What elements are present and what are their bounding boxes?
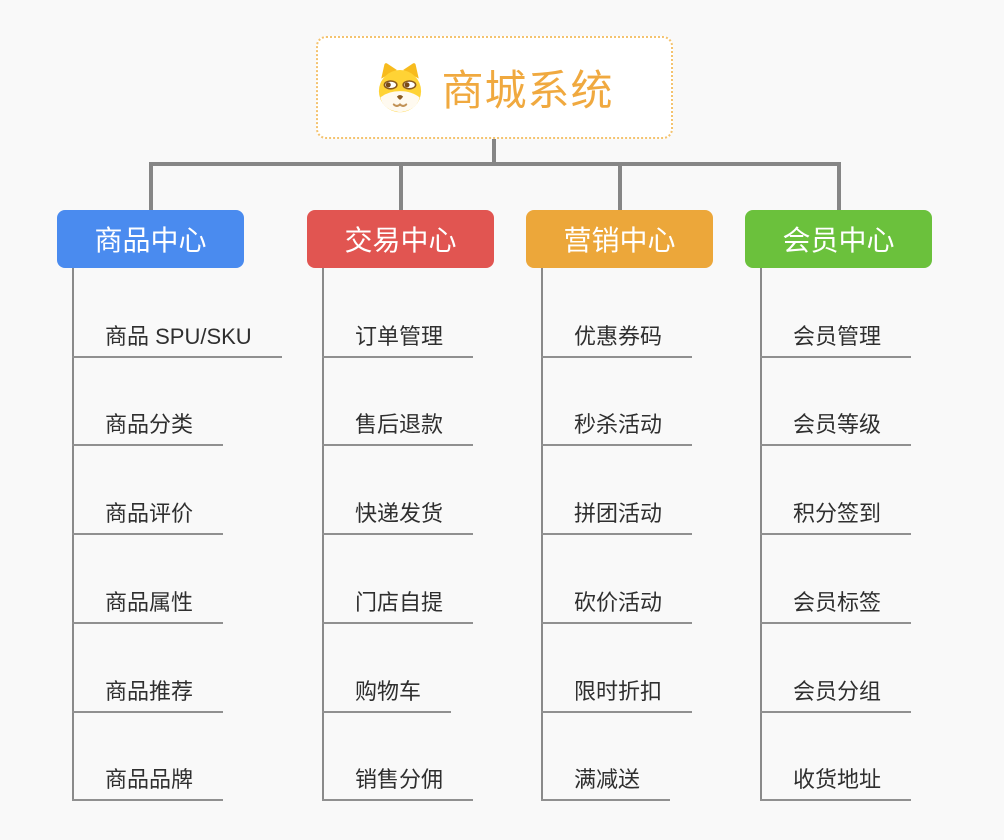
connector-drop-trade — [399, 162, 403, 210]
root-title: 商城系统 — [441, 67, 614, 114]
connector-drop-marketing — [618, 162, 622, 210]
leaf-item[interactable]: 销售分佣 — [322, 747, 474, 801]
branch-label: 商品中心 — [94, 225, 207, 256]
branch-label: 交易中心 — [344, 225, 457, 256]
leaf-item[interactable]: 商品 SPU/SKU — [72, 304, 282, 358]
leaf-item[interactable]: 会员管理 — [760, 304, 912, 358]
branch-header-product-center[interactable]: 商品中心 — [57, 210, 244, 268]
branch-header-member-center[interactable]: 会员中心 — [745, 210, 932, 268]
leaf-item[interactable]: 优惠券码 — [541, 304, 693, 358]
branch-header-marketing-center[interactable]: 营销中心 — [526, 210, 713, 268]
connector-drop-members — [837, 162, 841, 210]
connector-root-drop — [492, 139, 496, 163]
leaf-item[interactable]: 订单管理 — [322, 304, 474, 358]
leaf-item[interactable]: 限时折扣 — [541, 659, 693, 713]
leaf-item[interactable]: 商品品牌 — [72, 747, 224, 801]
connector-drop-products — [149, 162, 153, 210]
leaf-item[interactable]: 秒杀活动 — [541, 392, 693, 446]
leaf-item[interactable]: 会员等级 — [760, 392, 912, 446]
leaf-item[interactable]: 商品属性 — [72, 570, 224, 624]
leaf-item[interactable]: 商品分类 — [72, 392, 224, 446]
branch-label: 会员中心 — [782, 225, 895, 256]
leaf-item[interactable]: 快递发货 — [322, 481, 474, 535]
leaf-item[interactable]: 满减送 — [541, 747, 671, 801]
leaf-item[interactable]: 购物车 — [322, 659, 452, 713]
leaf-item[interactable]: 砍价活动 — [541, 570, 693, 624]
doge-icon — [379, 62, 422, 112]
leaf-item[interactable]: 门店自提 — [322, 570, 474, 624]
connector-rail — [149, 162, 840, 166]
leaf-item[interactable]: 商品评价 — [72, 481, 224, 535]
leaf-item[interactable]: 拼团活动 — [541, 481, 693, 535]
branch-header-trade-center[interactable]: 交易中心 — [307, 210, 494, 268]
leaf-item[interactable]: 商品推荐 — [72, 659, 224, 713]
leaf-item[interactable]: 售后退款 — [322, 392, 474, 446]
leaf-item[interactable]: 会员标签 — [760, 570, 912, 624]
leaf-item[interactable]: 收货地址 — [760, 747, 912, 801]
branch-label: 营销中心 — [563, 225, 676, 256]
root-node[interactable]: 商城系统 — [316, 36, 673, 139]
leaf-item[interactable]: 积分签到 — [760, 481, 912, 535]
leaf-item[interactable]: 会员分组 — [760, 659, 912, 713]
